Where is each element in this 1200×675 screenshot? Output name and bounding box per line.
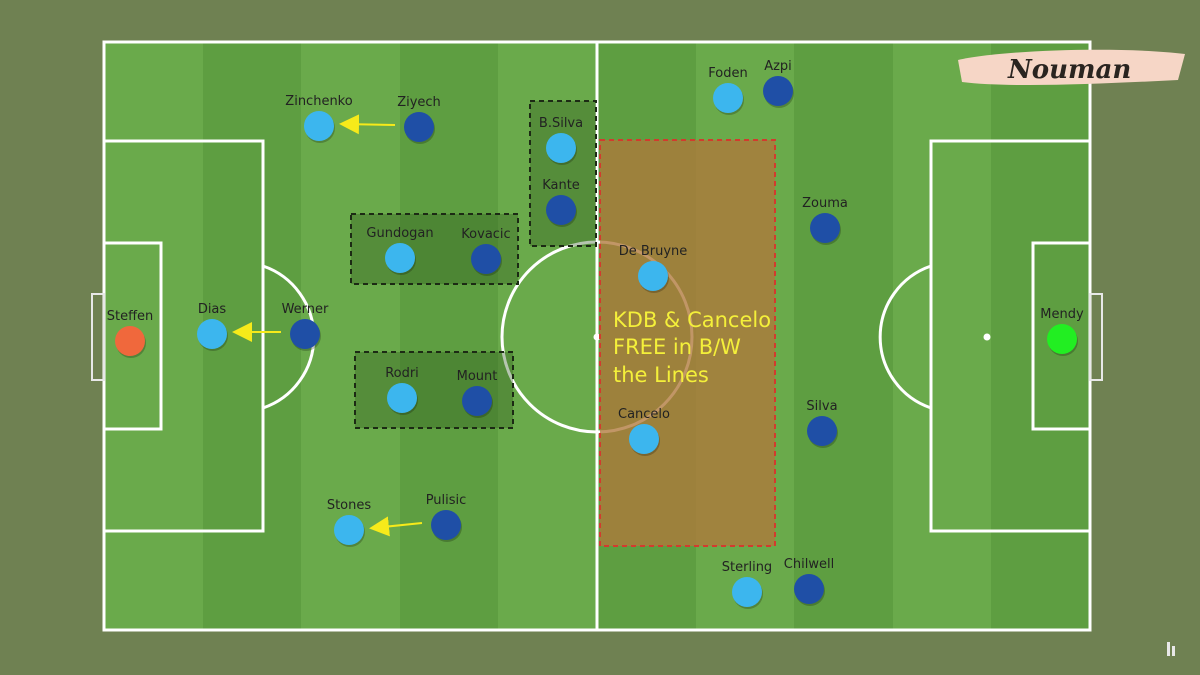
player-name: Mendy [1040, 307, 1084, 322]
pitch-lines [91, 40, 1103, 632]
center-spot [593, 333, 601, 341]
pitch-stripe [794, 42, 893, 630]
player-marker: Ziyech [397, 95, 441, 144]
note-line-2: FREE in B/W [613, 335, 741, 359]
player-dot [794, 574, 824, 604]
player-dot [546, 195, 576, 225]
player-name: Cancelo [618, 407, 670, 422]
player-name: Gundogan [366, 226, 433, 241]
highlight-zones [350, 100, 776, 547]
player-dot [385, 243, 415, 273]
player-marker: Werner [282, 302, 329, 351]
left-goal [91, 293, 105, 381]
player-marker: Steffen [107, 309, 154, 358]
brand-logo: Nouman [958, 49, 1185, 86]
player-marker: Mendy [1040, 307, 1084, 356]
player-marker: Stones [327, 498, 372, 547]
movement-arrow [369, 516, 423, 537]
player-name: Silva [806, 399, 837, 414]
players: Steffen Dias Werner Zinchenko ZiyechGundogan… [107, 59, 1084, 609]
player-dot [546, 133, 576, 163]
player-name: Stones [327, 498, 372, 513]
right-penalty-spot [983, 333, 991, 341]
player-marker: Foden [708, 66, 748, 115]
player-name: Zouma [802, 196, 848, 211]
player-marker: Dias [197, 302, 228, 351]
player-name: Foden [708, 66, 747, 81]
player-marker: Gundogan [366, 226, 434, 275]
player-marker: Zouma [802, 196, 848, 245]
right-penalty-arc [878, 264, 932, 410]
player-marker: Pulisic [426, 493, 467, 542]
player-name: De Bruyne [619, 244, 688, 259]
player-dot [763, 76, 793, 106]
player-dot [810, 213, 840, 243]
player-marker: Azpi [763, 59, 794, 108]
player-dot [732, 577, 762, 607]
pitch-stripe [498, 42, 597, 630]
player-dot [334, 515, 364, 545]
note-line-1: KDB & Cancelo [613, 308, 771, 332]
player-name: Mount [457, 369, 498, 384]
player-dot [1047, 324, 1077, 354]
player-marker: Zinchenko [285, 94, 353, 143]
player-marker: B.Silva [539, 116, 583, 165]
player-dot [197, 319, 227, 349]
player-name: Chilwell [784, 557, 834, 572]
logo-brush [958, 49, 1185, 86]
player-dot [290, 319, 320, 349]
player-name: Steffen [107, 309, 154, 324]
note: KDB & Cancelo FREE in B/W the Lines [613, 308, 771, 387]
player-dot [304, 111, 334, 141]
player-marker: Sterling [722, 560, 772, 609]
player-dot [629, 424, 659, 454]
movement-arrow [339, 114, 396, 135]
player-dot [713, 83, 743, 113]
player-name: B.Silva [539, 116, 583, 131]
player-name: Rodri [385, 366, 419, 381]
player-marker: Kante [542, 178, 580, 227]
player-marker: Mount [457, 369, 498, 418]
player-marker: Chilwell [784, 557, 834, 606]
player-marker: De Bruyne [619, 244, 688, 293]
zone-between-lines [599, 139, 776, 547]
player-marker: Kovacic [461, 227, 511, 276]
player-name: Ziyech [397, 95, 441, 110]
right-goal [1089, 293, 1103, 381]
corner-mark-icon [1167, 642, 1175, 656]
player-dot [638, 261, 668, 291]
player-name: Kante [542, 178, 580, 193]
player-dot [431, 510, 461, 540]
player-dot [387, 383, 417, 413]
player-name: Sterling [722, 560, 772, 575]
logo-text: Nouman [1007, 55, 1131, 85]
player-name: Azpi [764, 59, 792, 74]
movement-arrows [232, 114, 423, 537]
player-dot [807, 416, 837, 446]
player-marker: Cancelo [618, 407, 670, 456]
zone-rodri-mount [354, 351, 514, 429]
player-name: Dias [198, 302, 227, 317]
player-dot [471, 244, 501, 274]
player-dot [462, 386, 492, 416]
pitch-stripe [893, 42, 992, 630]
player-name: Pulisic [426, 493, 467, 508]
note-line-3: the Lines [613, 363, 709, 387]
player-dot [404, 112, 434, 142]
player-marker: Rodri [385, 366, 419, 415]
player-name: Zinchenko [285, 94, 352, 109]
player-dot [115, 326, 145, 356]
player-name: Werner [282, 302, 329, 317]
player-name: Kovacic [461, 227, 510, 242]
player-marker: Silva [806, 399, 838, 448]
